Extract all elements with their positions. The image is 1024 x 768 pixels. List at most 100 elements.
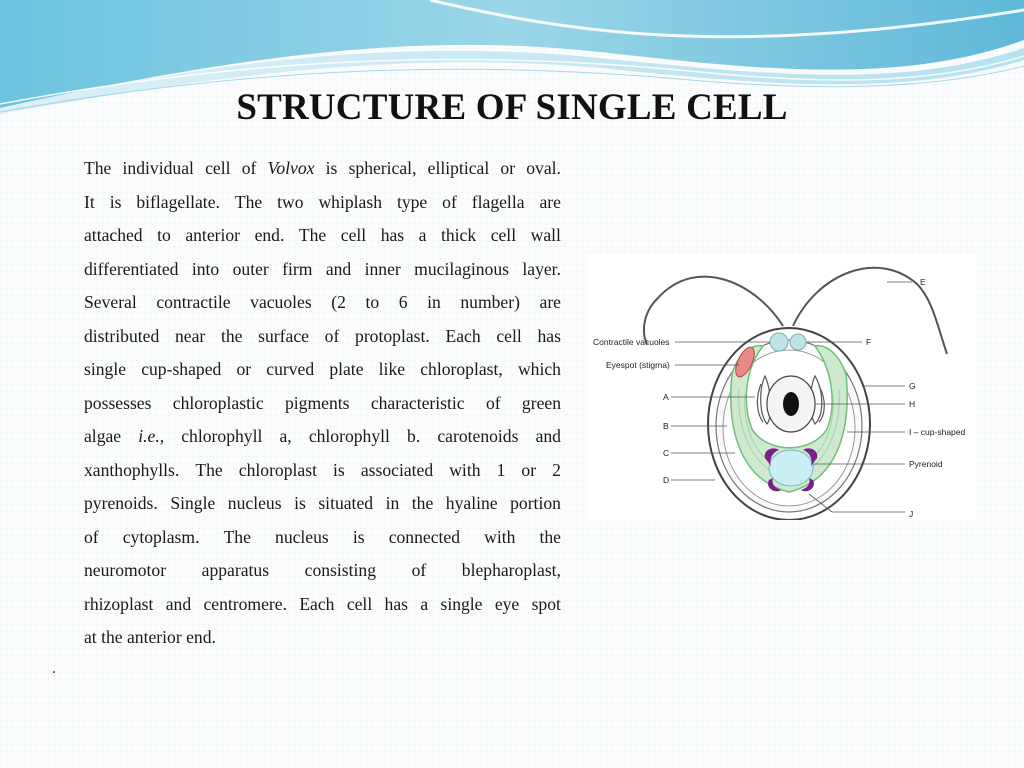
word: neuromotor bbox=[84, 560, 167, 580]
word: The bbox=[234, 191, 263, 212]
word: a, bbox=[279, 426, 292, 446]
word: type bbox=[396, 191, 428, 212]
word: cell bbox=[340, 225, 367, 245]
word: thick bbox=[440, 225, 477, 245]
word: like bbox=[378, 359, 406, 379]
word: chloroplast bbox=[238, 459, 317, 480]
label-a: A bbox=[663, 392, 669, 402]
contractile-vacuole-left bbox=[769, 332, 789, 352]
word: differentiated bbox=[84, 258, 179, 279]
word: Several bbox=[84, 292, 137, 312]
word: The bbox=[195, 459, 223, 480]
word: nucleus bbox=[227, 493, 282, 513]
word: single bbox=[440, 593, 483, 614]
label-g: G bbox=[909, 381, 916, 391]
word: portion bbox=[510, 493, 561, 513]
word: is bbox=[109, 191, 122, 212]
word: layer. bbox=[522, 258, 561, 279]
word: inner bbox=[364, 258, 401, 279]
word: with bbox=[484, 526, 516, 547]
word: which bbox=[517, 359, 561, 379]
eyespot bbox=[735, 346, 755, 378]
word: blepharoplast, bbox=[461, 560, 561, 580]
label-h: H bbox=[909, 399, 915, 409]
word: eye bbox=[494, 593, 520, 614]
word: The bbox=[298, 225, 327, 245]
word: hyaline bbox=[445, 493, 498, 513]
word: 1 bbox=[496, 459, 506, 480]
word: or bbox=[236, 359, 252, 379]
word: in bbox=[385, 493, 400, 513]
word: at the anterior end. bbox=[84, 627, 216, 647]
word: cell bbox=[346, 593, 373, 614]
word: are bbox=[539, 191, 561, 212]
label-contractile-vacuoles: Contractile vacuoles bbox=[593, 337, 670, 347]
word: and bbox=[165, 593, 192, 614]
word: the bbox=[539, 526, 561, 547]
word: number) bbox=[460, 292, 520, 312]
word: in bbox=[427, 292, 441, 312]
word: to bbox=[157, 225, 171, 245]
word: whiplash bbox=[318, 191, 382, 212]
word: green bbox=[521, 392, 561, 413]
word: carotenoids bbox=[437, 426, 519, 446]
word: has bbox=[537, 325, 561, 346]
word: has bbox=[380, 225, 405, 245]
word: pyrenoids. bbox=[84, 493, 158, 513]
word: are bbox=[539, 292, 561, 312]
word: a bbox=[418, 225, 427, 245]
flagellum-right bbox=[792, 266, 948, 355]
word: nucleus bbox=[275, 526, 329, 547]
word: with bbox=[449, 459, 481, 480]
volvox-cell-diagram: E Contractile vacuoles F Eyespot (stigma… bbox=[587, 254, 975, 520]
word: outer bbox=[232, 258, 269, 279]
word: attached bbox=[84, 225, 143, 245]
label-e: E bbox=[920, 277, 926, 287]
word: has bbox=[384, 593, 408, 614]
word: pigments bbox=[284, 392, 350, 413]
word: to bbox=[365, 292, 380, 312]
word: is bbox=[352, 526, 365, 547]
word: distributed bbox=[84, 325, 160, 346]
word: cell bbox=[490, 225, 517, 245]
flagellum-left bbox=[643, 275, 784, 345]
word: anterior bbox=[185, 225, 241, 245]
word: and bbox=[535, 426, 561, 446]
nucleolus bbox=[783, 392, 799, 416]
word: Each bbox=[445, 325, 481, 346]
word: associated bbox=[360, 459, 434, 480]
word: xanthophylls. bbox=[84, 459, 180, 480]
word: The bbox=[84, 158, 112, 178]
label-i: I – cup-shaped bbox=[909, 427, 966, 437]
word: centromere. bbox=[203, 593, 287, 614]
word: oval. bbox=[526, 158, 561, 178]
cell-diagram-svg: E Contractile vacuoles F Eyespot (stigma… bbox=[593, 266, 966, 520]
word: chloroplast, bbox=[420, 359, 503, 379]
label-eyespot: Eyespot (stigma) bbox=[606, 360, 670, 370]
word: spherical, bbox=[348, 158, 417, 178]
word: or bbox=[500, 158, 516, 178]
slide-title: STRUCTURE OF SINGLE CELL bbox=[236, 87, 788, 128]
word: near bbox=[174, 325, 206, 346]
word: curved bbox=[266, 359, 315, 379]
label-f: F bbox=[866, 337, 871, 347]
word: of bbox=[241, 158, 257, 178]
leader-lines bbox=[671, 281, 912, 513]
word: b. bbox=[407, 426, 421, 446]
word: or bbox=[521, 459, 537, 480]
label-c: C bbox=[663, 448, 669, 458]
paragraph-line: at the anterior end. bbox=[84, 621, 561, 655]
word: contractile bbox=[156, 292, 231, 312]
word: a bbox=[420, 593, 429, 614]
italic-term: Volvox bbox=[267, 158, 315, 178]
word: protoplast. bbox=[355, 325, 430, 346]
